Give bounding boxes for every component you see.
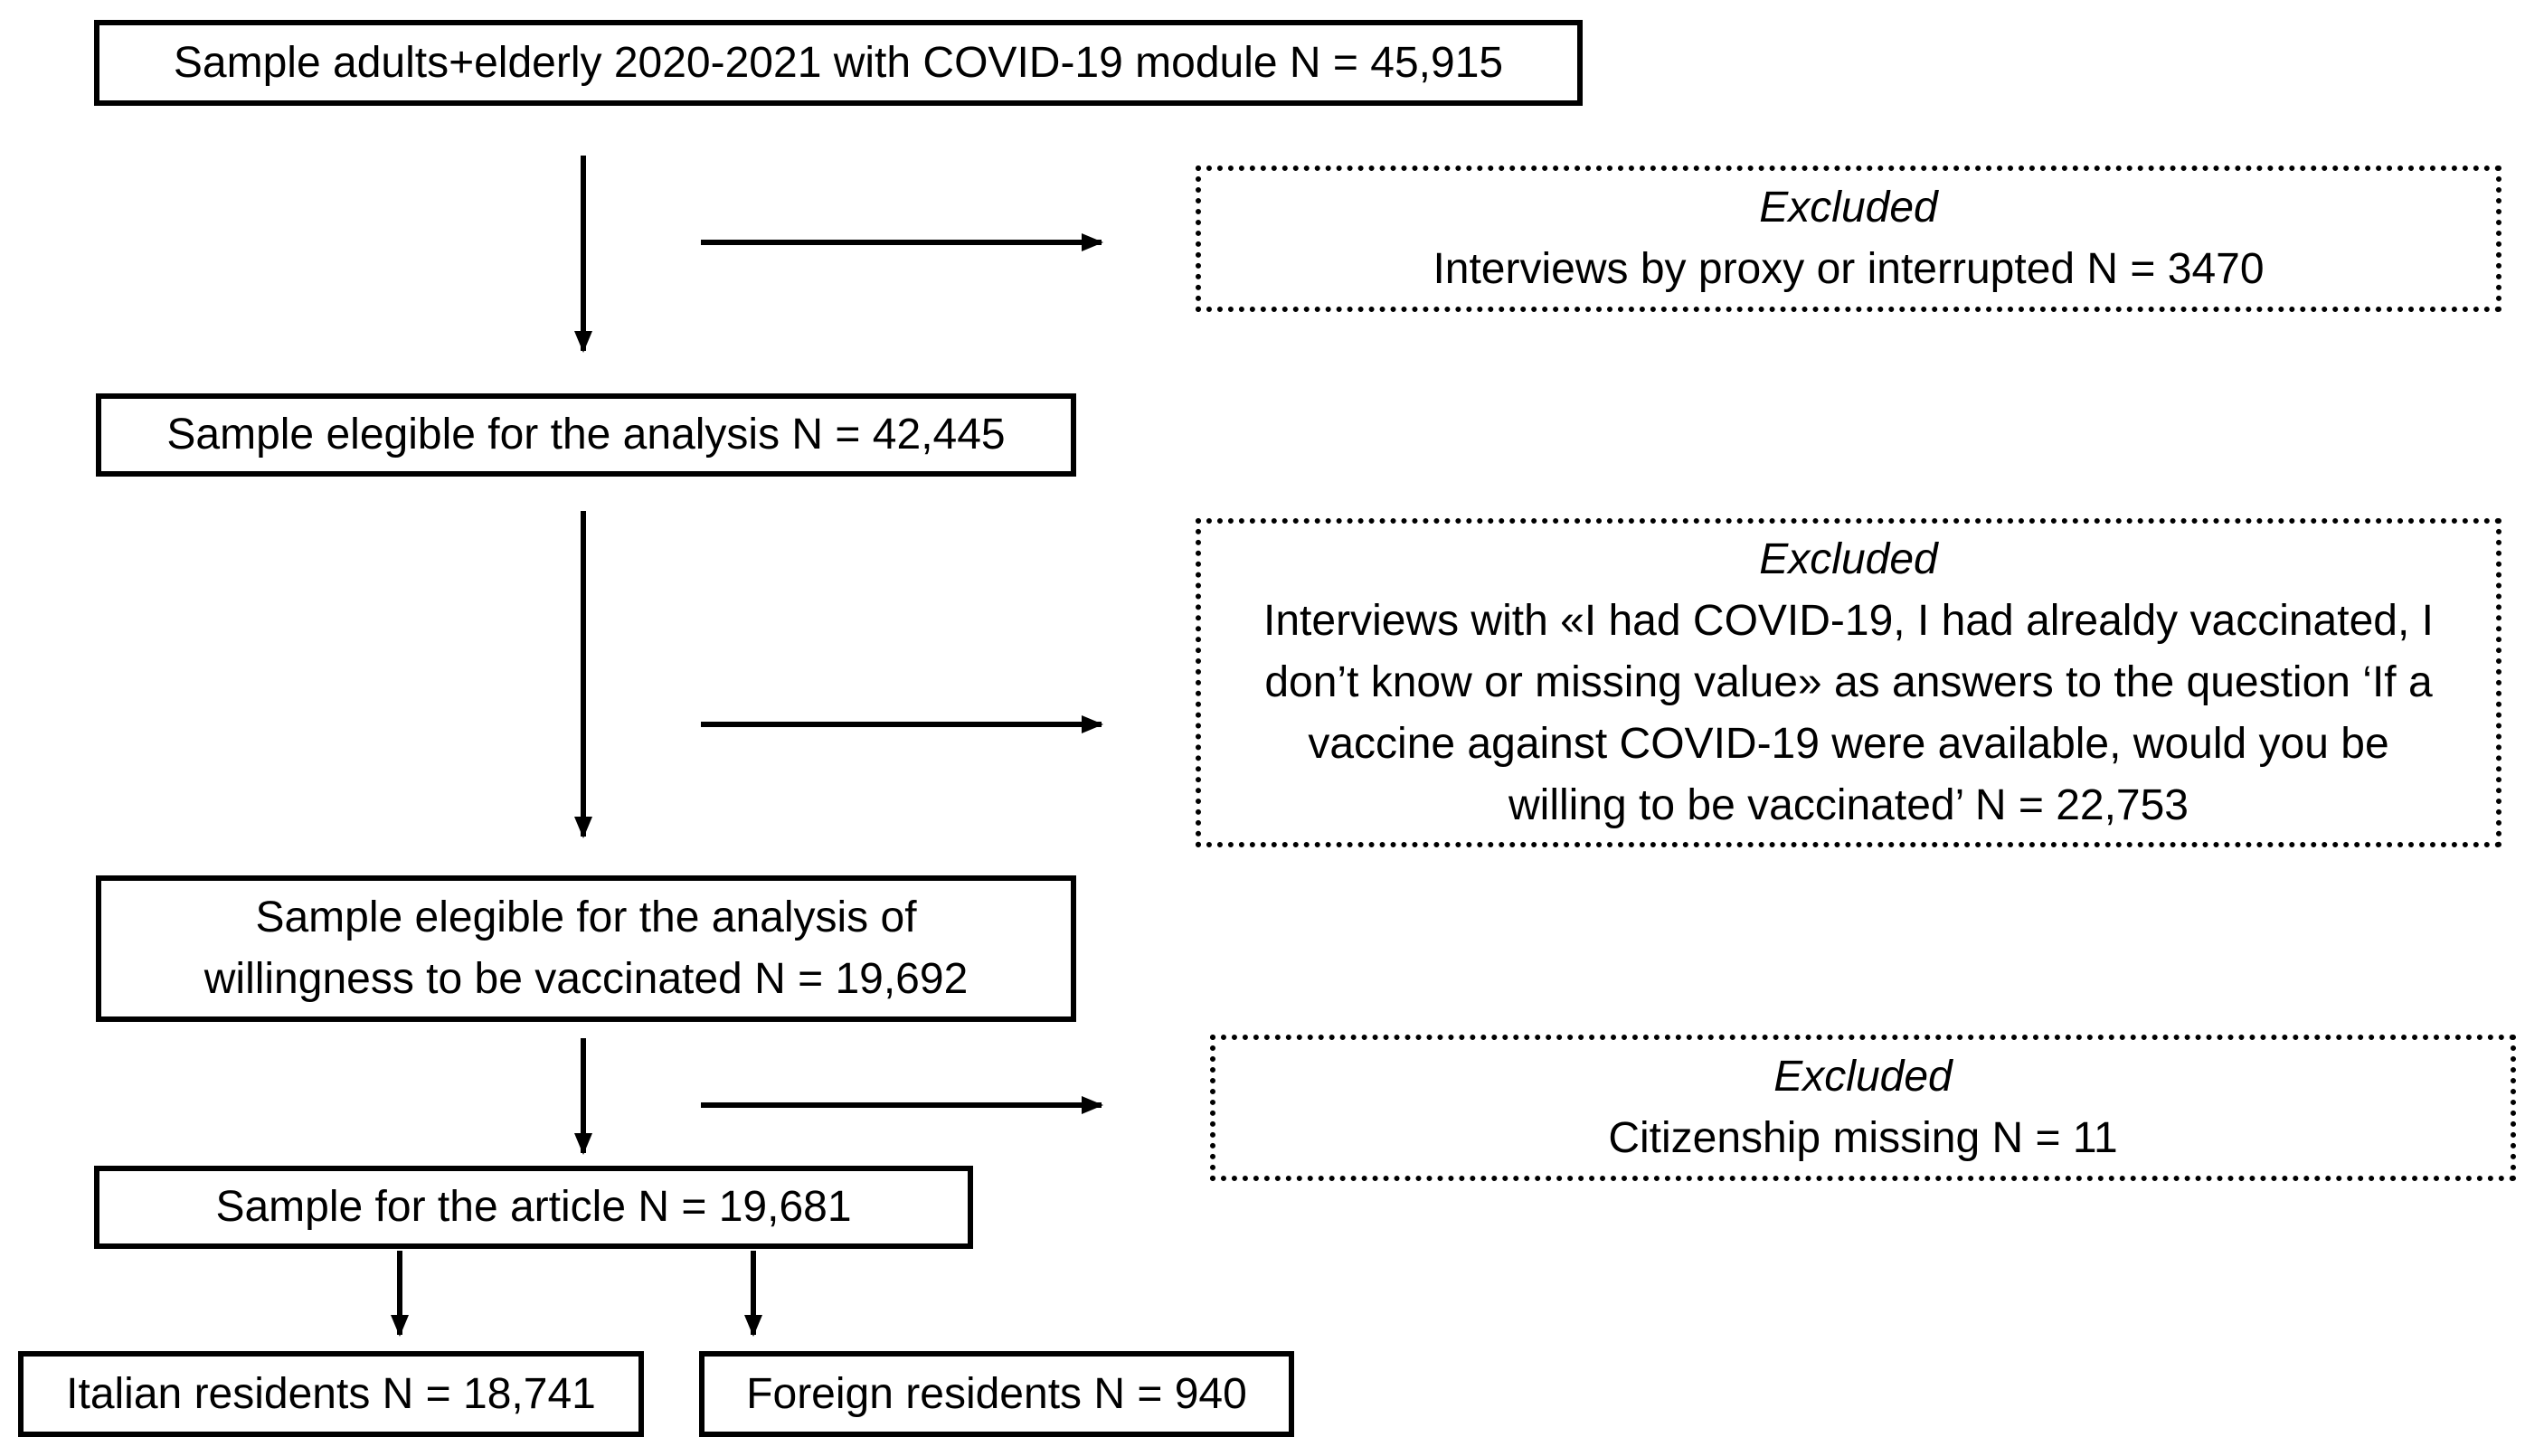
box-italian-residents-text: Italian residents N = 18,741 [66, 1369, 596, 1418]
box-sample-total: Sample adults+elderly 2020-2021 with COV… [94, 20, 1583, 106]
box-sample-willingness: Sample elegible for the analysis of will… [96, 875, 1076, 1022]
box-sample-eligible: Sample elegible for the analysis N = 42,… [96, 393, 1076, 477]
box-sample-eligible-text: Sample elegible for the analysis N = 42,… [166, 411, 1006, 459]
excluded-text-line: vaccine against COVID-19 were available,… [1308, 720, 2389, 768]
box-foreign-residents: Foreign residents N = 940 [699, 1351, 1294, 1437]
excluded-text-line: Interviews with «I had COVID-19, I had a… [1263, 597, 2434, 645]
excluded-text: Interviews by proxy or interrupted N = 3… [1433, 245, 2265, 293]
box-sample-willingness-line-1: Sample elegible for the analysis of [255, 893, 917, 941]
box-excluded-proxy: Excluded Interviews by proxy or interrup… [1196, 165, 2501, 312]
excluded-text-line: don’t know or missing value» as answers … [1264, 658, 2433, 706]
box-sample-article: Sample for the article N = 19,681 [94, 1166, 973, 1249]
box-excluded-citizenship: Excluded Citizenship missing N = 11 [1210, 1035, 2516, 1181]
box-sample-total-text: Sample adults+elderly 2020-2021 with COV… [173, 38, 1504, 87]
box-foreign-residents-text: Foreign residents N = 940 [746, 1369, 1247, 1418]
excluded-text: Citizenship missing N = 11 [1608, 1114, 2118, 1162]
excluded-heading: Excluded [1773, 1053, 1953, 1101]
excluded-text-line: willing to be vaccinated’ N = 22,753 [1508, 781, 2189, 829]
excluded-heading: Excluded [1759, 535, 1938, 583]
excluded-heading: Excluded [1759, 184, 1938, 232]
box-sample-article-text: Sample for the article N = 19,681 [215, 1183, 852, 1231]
box-italian-residents: Italian residents N = 18,741 [18, 1351, 644, 1437]
box-excluded-answers: Excluded Interviews with «I had COVID-19… [1196, 518, 2501, 847]
box-sample-willingness-line-2: willingness to be vaccinated N = 19,692 [203, 955, 969, 1003]
